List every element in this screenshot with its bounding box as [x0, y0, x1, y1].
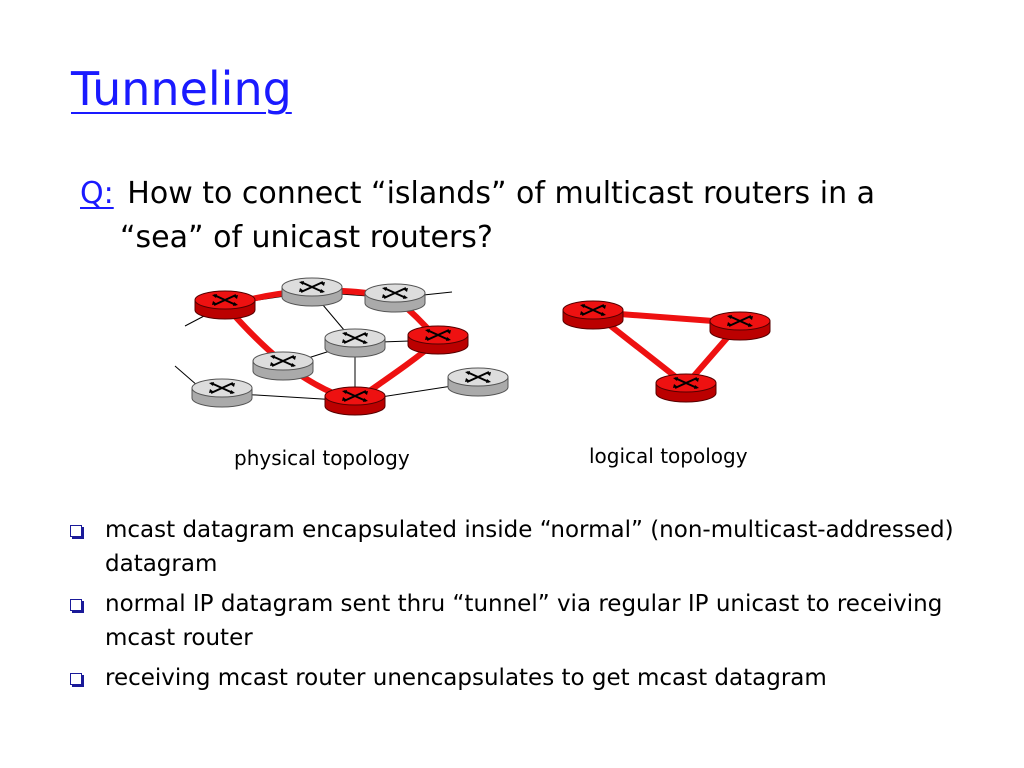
multicast-router — [194, 290, 256, 320]
bullet-list: mcast datagram encapsulated inside “norm… — [70, 513, 970, 701]
logical-topology-label: logical topology — [589, 444, 748, 468]
bullet-item: receiving mcast router unencapsulates to… — [70, 661, 970, 695]
multicast-router — [709, 311, 771, 341]
unicast-router — [191, 378, 253, 408]
bullet-item: normal IP datagram sent thru “tunnel” vi… — [70, 587, 970, 655]
unicast-router — [281, 277, 343, 307]
question-prefix: Q: — [80, 176, 114, 211]
multicast-router — [655, 373, 717, 403]
bullet-item: mcast datagram encapsulated inside “norm… — [70, 513, 970, 581]
question-body: How to connect “islands” of multicast ro… — [120, 176, 875, 255]
slide-title: Tunneling — [71, 62, 292, 116]
question-text: Q: How to connect “islands” of multicast… — [80, 172, 920, 260]
bullet-text: mcast datagram encapsulated inside “norm… — [105, 517, 954, 577]
multicast-router — [324, 386, 386, 416]
unicast-router — [447, 367, 509, 397]
bullet-text: normal IP datagram sent thru “tunnel” vi… — [105, 591, 943, 651]
multicast-router — [562, 300, 624, 330]
hollow-square-bullet-icon — [70, 525, 82, 537]
unicast-router — [252, 351, 314, 381]
physical-topology-label: physical topology — [234, 446, 410, 470]
multicast-router — [407, 325, 469, 355]
hollow-square-bullet-icon — [70, 673, 82, 685]
bullet-text: receiving mcast router unencapsulates to… — [105, 665, 827, 691]
unicast-router — [364, 283, 426, 313]
hollow-square-bullet-icon — [70, 599, 82, 611]
unicast-router — [324, 328, 386, 358]
